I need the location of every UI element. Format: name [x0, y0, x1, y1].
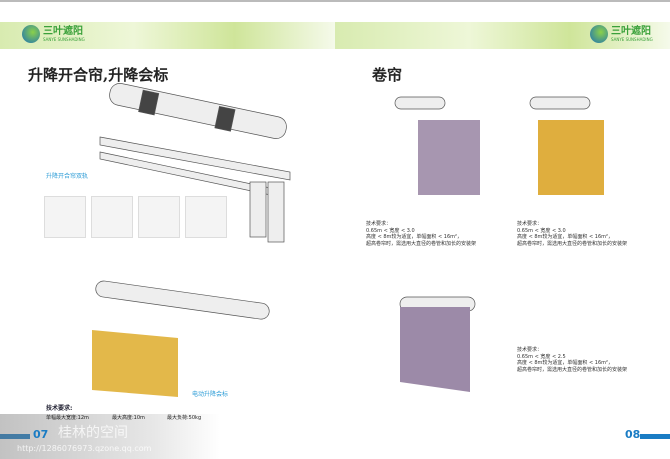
watermark-url: http://1286076973.qzone.qq.com: [17, 444, 152, 453]
yellow-fabric-left: [92, 330, 178, 397]
motor-box: [249, 181, 267, 238]
brand-sub: SANYE SUNSHADING: [611, 36, 653, 42]
roller-tube: [529, 96, 591, 110]
left-page-title: 升降开合帘,升降会标: [28, 66, 169, 84]
leaf-icon: [590, 25, 608, 43]
thumb-plate: [185, 196, 227, 238]
spec-line: 高度 < 8m较为适宜，单幅面积 < 16m²，: [517, 234, 614, 240]
thumb-clip: [138, 196, 180, 238]
yellow-fabric-2: [538, 120, 604, 195]
spec-line: 超高卷帘时，需选用大直径的卷管和加长的安装架: [366, 240, 477, 247]
caption-motor: 电动升降会标: [192, 391, 229, 398]
spec-line: 超高卷帘时，需选用大直径的卷管和加长的安装架: [517, 366, 628, 373]
spec-load: 最大负荷:50kg: [167, 415, 202, 421]
page-number-right: 08: [625, 428, 641, 441]
caption-rail: 升降开合帘双轨: [46, 173, 89, 180]
watermark-bg: [0, 414, 220, 459]
spec-line: 技术要求：: [366, 221, 392, 227]
spec-line: 技术要求：: [517, 347, 543, 353]
brand-name: 三叶遮阳: [43, 25, 83, 37]
page-number-left: 07: [33, 428, 49, 441]
spec-line: 高度 < 8m较为适宜，单幅面积 < 16m²，: [517, 360, 614, 366]
roller-tube: [394, 96, 446, 110]
page-bar-right: [640, 434, 670, 439]
spec-height: 最大高度:10m: [112, 415, 145, 421]
thumb-bracket: [44, 196, 86, 238]
spec-line: 0.65m < 宽度 < 3.0: [517, 227, 566, 234]
spec-line: 高度 < 8m较为适宜，单幅面积 < 16m²，: [366, 234, 463, 240]
watermark-text: 桂林的空间: [58, 425, 128, 441]
right-page-title: 卷帘: [372, 66, 403, 84]
page-bar-left: [0, 434, 30, 439]
brand-sub: SANYE SUNSHADING: [43, 36, 85, 42]
purple-fabric-3: [400, 307, 470, 392]
motor-ring: [138, 89, 160, 116]
spec-line: 0.65m < 宽度 < 2.5: [517, 353, 566, 360]
header-band-left: [0, 22, 335, 49]
spec-line: 0.65m < 宽度 < 3.0: [366, 227, 415, 234]
roller-tube: [95, 280, 270, 320]
track: [99, 136, 291, 181]
thumb-tape: [91, 196, 133, 238]
motor-box: [267, 181, 285, 243]
rail-tube: [109, 83, 287, 139]
leaf-icon: [22, 25, 40, 43]
purple-fabric-1: [418, 120, 480, 195]
spec-line: 技术要求：: [517, 221, 543, 227]
motor-ring: [214, 105, 236, 132]
brand-name: 三叶遮阳: [611, 25, 651, 37]
spec-line: 超高卷帘时，需选用大直径的卷管和加长的安装架: [517, 240, 628, 247]
header-band-right: [335, 22, 670, 49]
left-spec-title: 技术要求:: [46, 405, 73, 412]
spec-width: 单幅最大宽度:12m: [46, 415, 89, 421]
